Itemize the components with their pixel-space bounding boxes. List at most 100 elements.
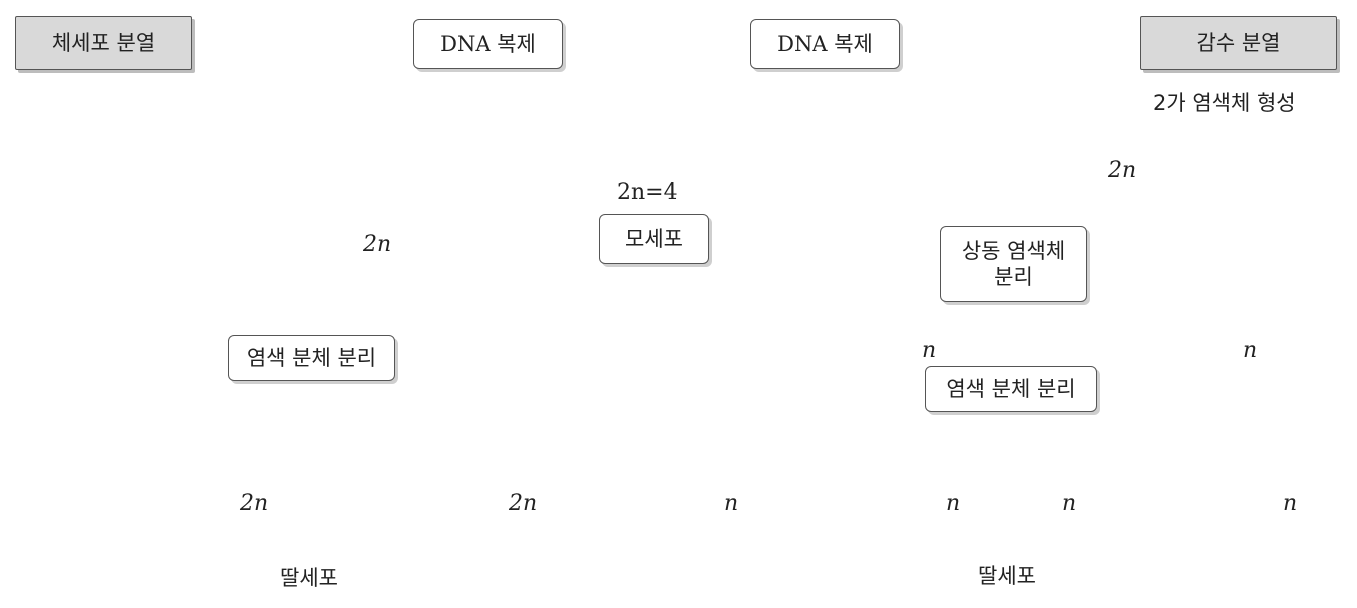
- meiosis1-bivalent: [1005, 133, 1015, 193]
- meiosis-title-box: 감수 분열: [1140, 16, 1337, 70]
- daughter-chromosome-arm: [1099, 442, 1153, 466]
- daughter-cells-left-label: 딸세포: [280, 566, 338, 590]
- chromatid-separation-left-box: 염색 분체 분리: [228, 335, 395, 381]
- daughter-chromosome-centromere: [889, 455, 897, 464]
- meiosis2b-aster-ray: [1106, 309, 1116, 317]
- meiosis1-spindle-fiber: [933, 1, 1095, 103]
- mitosis-chromosome: [308, 116, 318, 180]
- meiosis1-bivalent: [994, 133, 1004, 193]
- meiosis2a-aster-ray: [784, 305, 794, 310]
- meiosis2a-aster-ray: [912, 287, 922, 295]
- daughter-chromosome-arm: [197, 438, 225, 467]
- daughter-chromosome-centromere: [422, 436, 429, 446]
- mitosis-aster-ray: [218, 138, 228, 143]
- nucleus-texture: [656, 86, 668, 98]
- meiosis1-aster-ray: [1095, 109, 1105, 117]
- meiosis2b-spindle-fiber: [1116, 226, 1234, 303]
- nucleus-texture: [660, 101, 670, 111]
- meiosis2b-aster-ray: [1234, 309, 1244, 317]
- daughter-chromosome: [759, 443, 813, 465]
- mitosis-spindle-fiber: [228, 134, 388, 191]
- daughter-chromosome-arm: [407, 395, 436, 415]
- ploidy-meiosis2-cell-1: n: [922, 338, 937, 363]
- meiosis-daughter-cell-1: [731, 419, 829, 517]
- bivalent-label: 2가 염색체 형성: [1153, 91, 1296, 115]
- meiosis1-bivalent: [1016, 133, 1026, 193]
- mitosis-aster-ray: [218, 142, 228, 150]
- process-arrow: [1126, 380, 1149, 426]
- daughter-chromosome-centromere: [472, 444, 481, 453]
- daughter-chromosome-arm: [418, 485, 478, 497]
- meiosis2-chromosome: [1175, 308, 1185, 372]
- nucleus-texture: [652, 75, 662, 85]
- daughter-chromosome: [898, 471, 927, 501]
- parent-ploidy-label: 2n=4: [617, 180, 678, 205]
- daughter-chromosome-centromere: [1229, 453, 1234, 464]
- daughter-chromosome-arm: [138, 421, 190, 454]
- daughter-chromosome: [197, 438, 225, 467]
- mitosis-aster-ray: [218, 127, 228, 132]
- meiosis2a-spindle-fiber: [794, 256, 912, 303]
- meiosis2b-aster-ray: [1234, 287, 1244, 295]
- meiosis1-centrosome: [930, 98, 938, 106]
- mitosis-title: 체세포 분열: [51, 30, 156, 55]
- process-arrow: [1094, 197, 1132, 243]
- meiosis2b-centrosome: [1113, 298, 1121, 306]
- dna-replication-left-label: DNA 복제: [440, 31, 536, 56]
- daughter-chromosome-arm: [407, 421, 459, 454]
- daughter-chromosome-arm: [1105, 468, 1131, 500]
- dna-replication-left-box: DNA 복제: [413, 19, 563, 69]
- mitosis-centrosome: [225, 131, 233, 139]
- meiosis2-cell-2: [1101, 228, 1249, 376]
- meiosis-title: 감수 분열: [1196, 30, 1281, 55]
- daughter-chromosome: [149, 485, 209, 497]
- ploidy-meiosis-daughter-1: n: [724, 491, 739, 516]
- daughter-chromosome-arm: [878, 437, 920, 473]
- process-arrow: [409, 93, 556, 129]
- daughter-chromosome-arm: [466, 438, 494, 467]
- meiosis2-chromosome: [843, 308, 853, 372]
- mitosis-chromosome: [298, 29, 308, 71]
- mitosis-aster-ray: [388, 127, 398, 132]
- mitosis-aster-ray: [388, 142, 398, 150]
- meiosis2b-spindle-fiber: [1116, 256, 1234, 303]
- daughter-chromosome-centromere: [776, 447, 780, 458]
- mitosis-daughter-cell-2: [372, 374, 520, 522]
- daughter-chromosome-arm: [759, 443, 813, 465]
- daughter-chromosome-centromere: [203, 444, 212, 453]
- mitosis-title-box: 체세포 분열: [15, 16, 192, 70]
- meiosis1-aster-ray: [1095, 94, 1105, 99]
- meiosis2-chromosome: [843, 241, 853, 283]
- meiosis1-aster-ray: [1095, 87, 1105, 95]
- meiosis2a-centrosome: [907, 298, 915, 306]
- parent-cell: [577, 39, 703, 165]
- ploidy-mitosis-daughter-1: 2n: [240, 491, 269, 516]
- meiosis2b-spindle-fiber: [1116, 301, 1234, 378]
- meiosis1-bivalent: [1027, 27, 1037, 73]
- meiosis1-spindle-fiber: [933, 41, 1095, 103]
- daughter-chromosome-centromere: [763, 477, 772, 486]
- mitosis-chromosome: [308, 178, 318, 242]
- meiosis2-chromosome: [853, 241, 863, 283]
- mitosis-spindle-fiber: [228, 134, 388, 236]
- daughter-chromosome: [1229, 476, 1261, 494]
- meiosis1-bivalent: [1005, 27, 1015, 73]
- homolog-separation-box: 상동 염색체 분리: [940, 226, 1087, 302]
- parent-nucleus: [629, 72, 679, 122]
- mitosis-chromosome: [298, 116, 308, 180]
- daughter-chromosome-centromere: [1110, 476, 1120, 484]
- meiosis-daughter-cell-4: [1195, 419, 1293, 517]
- meiosis-daughter-cell-2: [859, 419, 957, 517]
- meiosis2a-aster-ray: [784, 309, 794, 317]
- meiosis2a-aster-ray: [912, 309, 922, 317]
- meiosis2-chromosome: [1175, 241, 1185, 283]
- chromatid-separation-left-label: 염색 분체 분리: [246, 345, 377, 370]
- meiosis2b-centrosome: [1229, 298, 1237, 306]
- mitosis-centrosome: [383, 131, 391, 139]
- mitosis-spindle-fiber: [228, 79, 388, 136]
- process-arrow: [896, 197, 934, 243]
- meiosis1-spindle-fiber: [933, 101, 1095, 163]
- meiosis1-bivalent: [1016, 27, 1026, 73]
- mitosis-daughter-cell-1: [103, 374, 251, 522]
- meiosis2a-spindle-fiber: [794, 301, 912, 378]
